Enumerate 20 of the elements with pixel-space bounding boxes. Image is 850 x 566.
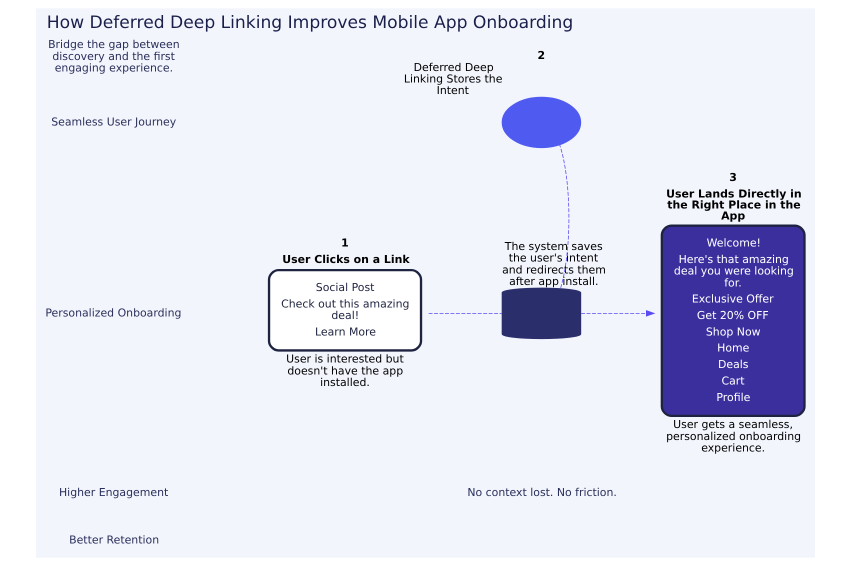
node-label: Deferred Deep Linking Stores the Intent (403, 60, 502, 98)
label: Personalized Onboarding (44, 306, 181, 320)
node-label: 3 (728, 171, 736, 184)
diagram-title: How Deferred Deep Linking Improves Mobile App Onboarding (46, 13, 573, 34)
connector (558, 144, 569, 288)
node-label: 2 (537, 49, 545, 62)
label: Better Retention (68, 533, 159, 546)
node-label: User Lands Directly in the Right Place in the App (666, 187, 802, 222)
node-label: User gets a seamless, personalized onboarding experience. (666, 418, 801, 455)
label: Seamless User Journey (50, 115, 176, 128)
connector (428, 313, 502, 314)
arrow (580, 310, 655, 317)
node-label: The system saves the user's intent and redirects them after app install. (502, 240, 606, 288)
label: Higher Engagement (58, 486, 168, 499)
label: Bridge the gap between discovery and the first engaging experience. (48, 38, 180, 75)
label: No context lost. No friction. (466, 486, 616, 499)
node-label: User Clicks on a Link (282, 252, 410, 266)
node-label: User is interested but doesn't have the app installed. (286, 352, 404, 390)
node-label: 1 (340, 236, 348, 250)
node-cloud (501, 96, 581, 148)
